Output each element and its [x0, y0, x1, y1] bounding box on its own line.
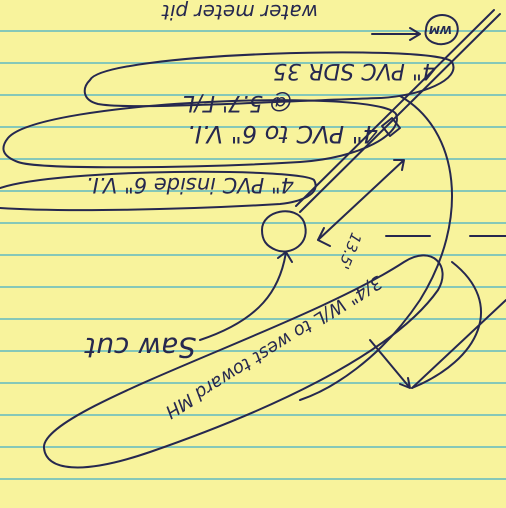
saw-cut-note: Saw cut [84, 331, 196, 364]
arc-curve [299, 95, 454, 401]
water-meter-circle [424, 14, 459, 46]
fl-note: @ 5.7' F/L [183, 90, 292, 115]
service-line [299, 13, 501, 213]
pvc-inside-note: 4" PVC inside 6" V.I. [86, 173, 294, 197]
dim-arrow [317, 159, 405, 241]
fitting-box [381, 117, 401, 137]
wl-arrow [369, 339, 411, 389]
diag-line [411, 299, 506, 389]
dim-arrow-2 [317, 227, 331, 247]
pvc-to-vit-note: 4" PVC to 6" V.I. [187, 120, 378, 148]
pvc-sdr-note: 4" PVC SDR 35 [273, 58, 436, 83]
wm-label: WM [429, 23, 452, 36]
pvc-inside-loop [0, 170, 317, 212]
water-meter-pit-note: water meter pit [161, 0, 318, 24]
wm-arrow [371, 27, 421, 41]
saw-cut-arrow [199, 251, 293, 341]
pvc-vit-loop [2, 99, 398, 169]
wl-loop [42, 254, 444, 469]
service-line-2 [295, 9, 495, 207]
dimension-note: 13.5' [334, 230, 365, 272]
saw-cut-circle [261, 210, 307, 253]
arc-curve-2 [411, 261, 482, 389]
pvc-sdr-loop [83, 51, 455, 108]
